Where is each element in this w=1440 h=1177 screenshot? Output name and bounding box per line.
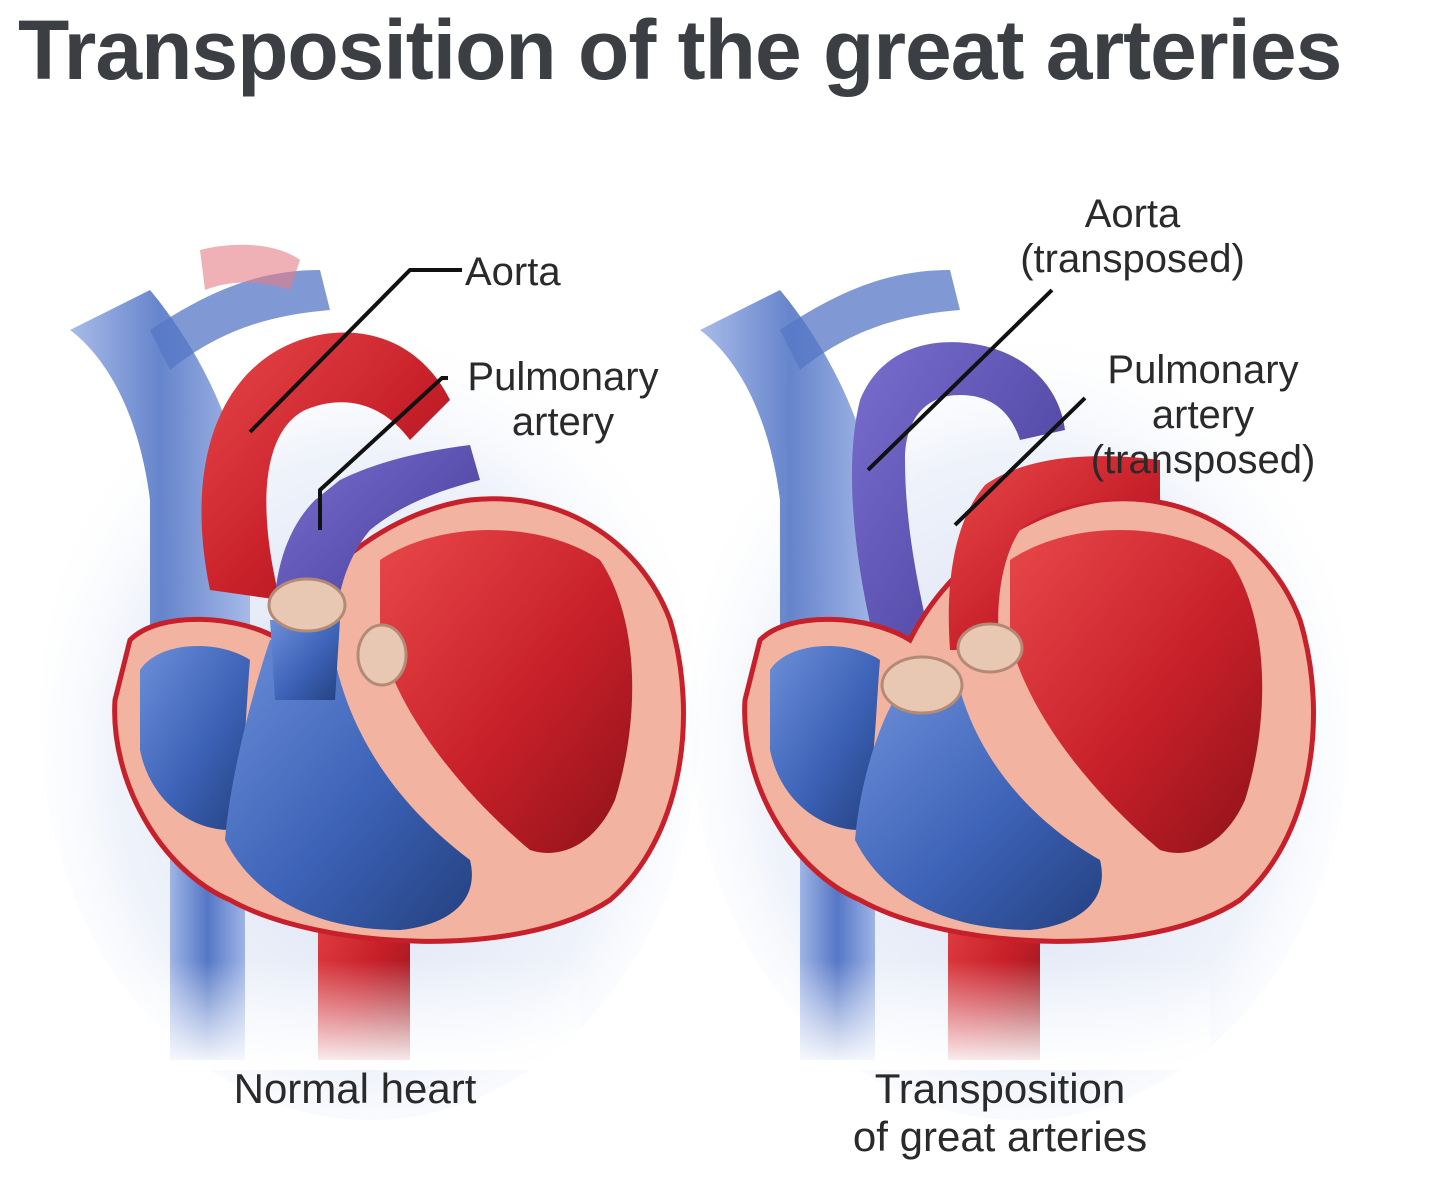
transposed-aorta-leader bbox=[866, 288, 1054, 472]
normal-pulmonary-label-line-2: artery bbox=[511, 400, 615, 444]
normal-right-ventricle bbox=[225, 630, 472, 930]
normal-pulmonary-base bbox=[270, 620, 340, 700]
transposed-aortic-valve bbox=[880, 655, 964, 715]
transposed-aorta-label-line-2: (transposed) bbox=[1020, 237, 1245, 281]
transposed-bottom-fade bbox=[690, 960, 1210, 1070]
normal-aorta-label: Aorta bbox=[465, 250, 561, 295]
transposed-right-atrium bbox=[770, 646, 880, 830]
transposed-heart-caption: Transposition of great arteries bbox=[830, 1065, 1170, 1161]
normal-aorta-leader bbox=[248, 268, 462, 434]
transposed-left-ventricle bbox=[1010, 530, 1263, 853]
normal-vein-branch-2 bbox=[200, 244, 300, 290]
transposed-heart-caption-line-1: Transposition bbox=[874, 1065, 1126, 1112]
normal-aortic-valve bbox=[356, 623, 408, 687]
normal-heart-caption-text: Normal heart bbox=[233, 1065, 477, 1112]
normal-pulmonary-valve bbox=[267, 577, 347, 633]
transposed-pulmonary-artery bbox=[948, 456, 1160, 650]
page-title: Transposition of the great arteries bbox=[18, 3, 1342, 97]
transposed-vena-cava-upper bbox=[700, 290, 880, 690]
normal-right-atrium bbox=[140, 646, 250, 830]
transposed-heart-illustration bbox=[690, 270, 1350, 1120]
transposed-vein-branch-1 bbox=[780, 270, 960, 370]
transposed-pulmonary-label-line-1: Pulmonary bbox=[1107, 348, 1299, 392]
transposed-right-ventricle bbox=[855, 690, 1102, 930]
normal-aorta-label-text: Aorta bbox=[465, 250, 561, 294]
normal-heart-illustration bbox=[40, 244, 700, 1120]
transposed-pulmonary-label-line-3: (transposed) bbox=[1090, 438, 1316, 482]
transposed-pulmonary-leader bbox=[953, 396, 1087, 527]
transposed-heart-caption-line-2: of great arteries bbox=[852, 1113, 1148, 1160]
normal-pulmonary-leader bbox=[318, 376, 448, 530]
normal-aorta-arch bbox=[201, 332, 450, 600]
transposed-pulmonary-label-line-2: artery bbox=[1151, 393, 1255, 437]
transposed-pulmonary-valve bbox=[956, 622, 1024, 674]
normal-vena-cava-upper bbox=[70, 290, 250, 690]
normal-pulmonary-label-line-1: Pulmonary bbox=[467, 355, 659, 399]
normal-heart-caption: Normal heart bbox=[210, 1065, 500, 1113]
normal-left-ventricle bbox=[380, 530, 633, 853]
transposed-aorta-label-line-1: Aorta bbox=[1084, 192, 1181, 236]
transposed-aorta-label: Aorta (transposed) bbox=[1000, 192, 1265, 282]
normal-pulmonary-label: Pulmonary artery bbox=[448, 355, 678, 445]
normal-bottom-fade bbox=[60, 960, 580, 1070]
normal-vein-branch-1 bbox=[150, 270, 330, 370]
transposed-pulmonary-label: Pulmonary artery (transposed) bbox=[1068, 348, 1338, 483]
